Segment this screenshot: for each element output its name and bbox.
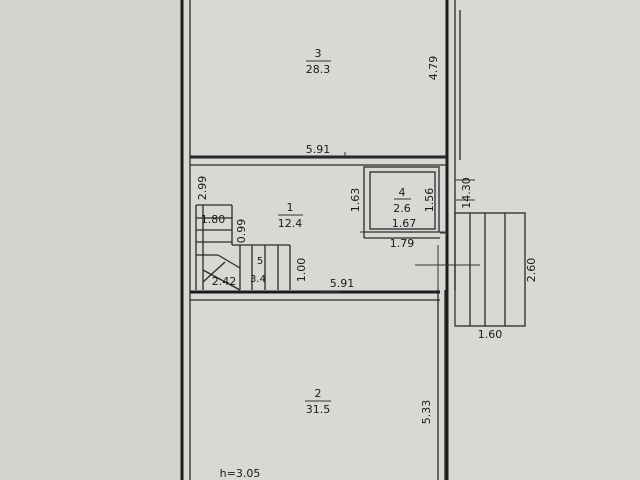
dimension-lines [190, 152, 475, 293]
room-5-area: 3.4 [250, 274, 266, 285]
room-2-area: 31.5 [306, 403, 331, 416]
dim-corridor-width: 1.79 [390, 237, 415, 250]
porch [454, 212, 526, 327]
dim-room2-height: 5.33 [420, 400, 433, 425]
staircase [195, 204, 291, 291]
corridor-marks [415, 232, 480, 290]
dim-stair5-value: 2.42 [212, 275, 237, 288]
dim-stair5-height: 1.00 [295, 258, 308, 283]
dim-room1-left: 2.99 [196, 176, 209, 201]
dim-stair-width: 1.80 [201, 213, 226, 226]
dim-room4-width: 1.67 [392, 217, 417, 230]
dim-room3-height: 4.79 [427, 56, 440, 81]
dim-room4-height: 1.56 [423, 188, 436, 213]
room-1-number: 1 [287, 201, 294, 214]
outer-walls [180, 0, 461, 480]
dim-overall-right: 14.30 [460, 177, 473, 209]
room-3-area: 28.3 [306, 63, 331, 76]
room-5-number: 5 [257, 256, 263, 267]
dim-partition: 1.63 [349, 188, 362, 213]
room-2-number: 2 [315, 387, 322, 400]
dim-porch-height: 2.60 [525, 258, 538, 283]
room-1-area: 12.4 [278, 217, 303, 230]
dim-middle-width: 5.91 [330, 277, 355, 290]
wall-middle-partition [190, 290, 440, 301]
dim-stair-height: 0.99 [235, 219, 248, 244]
ceiling-height: h=3.05 [220, 467, 261, 480]
room-3-number: 3 [315, 47, 322, 60]
room-4-area: 2.6 [393, 202, 411, 215]
dim-top-width: 5.91 [306, 143, 331, 156]
dim-porch-width: 1.60 [478, 328, 503, 341]
paper-shade [0, 0, 180, 480]
room-4-number: 4 [399, 186, 406, 199]
